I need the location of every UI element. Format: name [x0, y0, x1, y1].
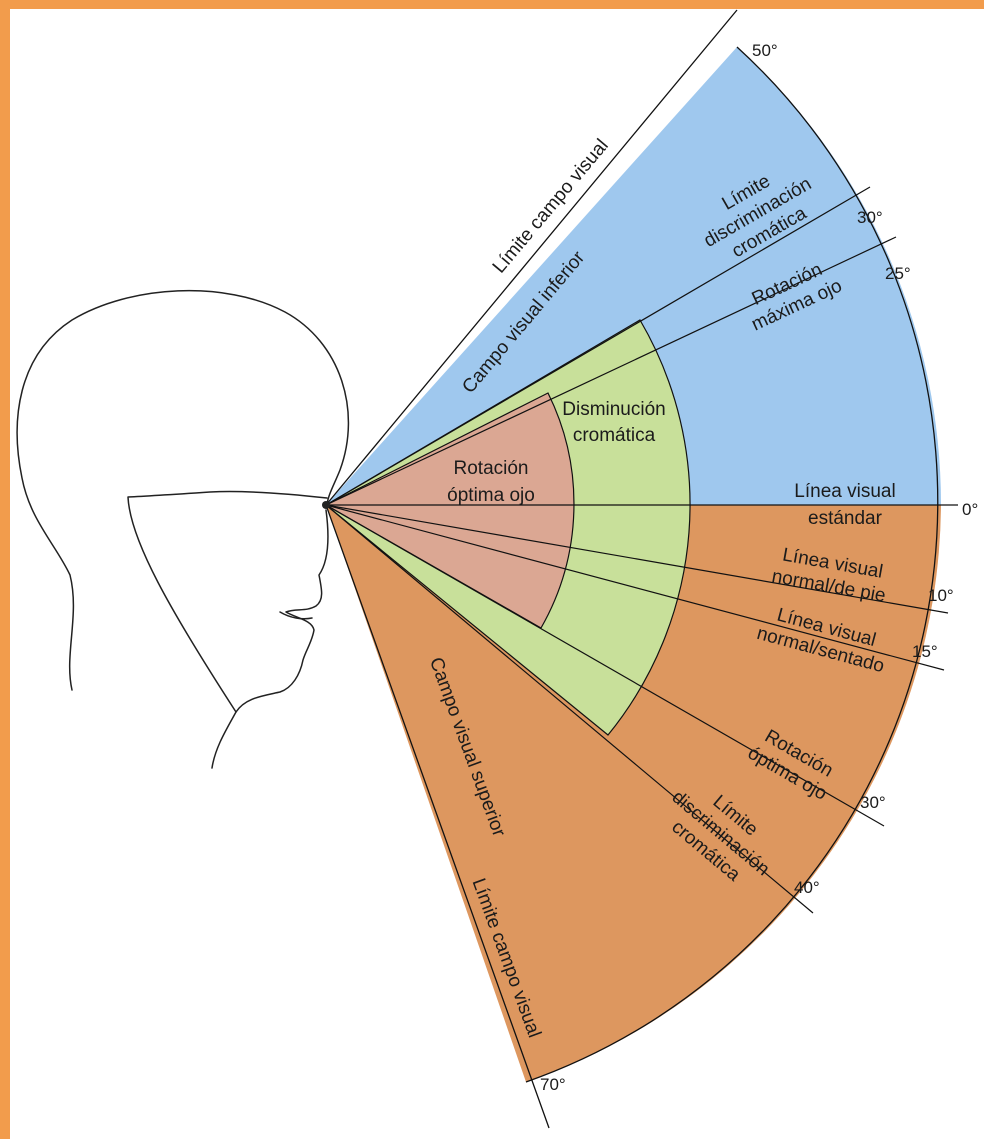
optimal-rotation-zone — [324, 392, 575, 629]
upper-visual-field-sector — [326, 47, 942, 505]
head-profile — [16, 289, 350, 769]
degree-25: 25° — [885, 264, 911, 283]
svg-text:cromática: cromática — [573, 425, 656, 446]
line-lower-30deg — [325, 504, 885, 827]
lower-visual-field-sector — [326, 505, 941, 1082]
degree-0: 0° — [962, 500, 978, 519]
label-color-reduction: Disminución cromática — [562, 399, 665, 446]
line-40deg — [325, 504, 814, 914]
line-50deg — [325, 9, 738, 506]
line-upper-30deg — [325, 186, 871, 506]
degree-lower-30: 30° — [860, 793, 886, 812]
svg-text:Línea visual: Línea visual — [794, 481, 895, 502]
svg-text:óptima ojo: óptima ojo — [447, 485, 535, 506]
degree-10: 10° — [928, 586, 954, 605]
degree-70: 70° — [540, 1075, 566, 1094]
degree-40: 40° — [794, 878, 820, 897]
line-10deg — [325, 504, 949, 614]
degree-15: 15° — [912, 642, 938, 661]
label-standard-line: Línea visual estándar — [794, 481, 895, 529]
degree-50: 50° — [752, 41, 778, 60]
field-outer-arc — [525, 46, 939, 1083]
svg-text:Disminución: Disminución — [562, 399, 665, 420]
svg-text:Rotación: Rotación — [454, 458, 529, 479]
svg-text:estándar: estándar — [808, 508, 883, 529]
line-15deg — [325, 504, 945, 671]
line-25deg — [325, 236, 897, 506]
line-70deg — [325, 504, 550, 1129]
label-optimal-rotation: Rotación óptima ojo — [447, 458, 535, 506]
degree-upper-30: 30° — [857, 208, 883, 227]
